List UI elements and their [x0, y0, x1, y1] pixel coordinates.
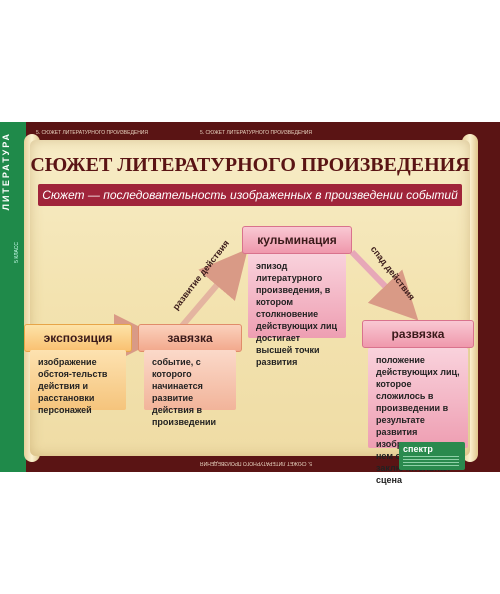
bottom-caption: 5. СЮЖЕТ ЛИТЕРАТУРНОГО ПРОИЗВЕДЕНИЯ: [200, 460, 313, 466]
stage-exposition-label: экспозиция: [24, 324, 132, 352]
stage-denouement-text: положение действующих лиц, которое сложи…: [368, 348, 468, 485]
stage-tie-text: событие, с которого начинается развитие …: [144, 350, 236, 427]
logo-brand: спектр: [403, 444, 433, 454]
stage-climax: кульминация эпизод литературного произве…: [242, 226, 352, 367]
arrow-climax-denouement: [349, 249, 419, 321]
grade-label: 5 КЛАСС: [14, 242, 20, 263]
logo-fineprint: [403, 456, 459, 466]
stage-exposition: экспозиция изображение обстоя-тельств де…: [24, 324, 132, 415]
stage-denouement-label: развязка: [362, 320, 474, 348]
stage-exposition-text: изображение обстоя-тельств действия и ра…: [30, 350, 126, 415]
stage-denouement: развязка положение действующих лиц, кото…: [362, 320, 474, 485]
subject-label: ЛИТЕРАТУРА: [1, 132, 11, 211]
publisher-logo: спектр: [399, 442, 465, 470]
top-left-caption: 5. СЮЖЕТ ЛИТЕРАТУРНОГО ПРОИЗВЕДЕНИЯ: [36, 130, 149, 136]
stage-climax-text: эпизод литературного произведения, в кот…: [248, 254, 346, 367]
poster: ЛИТЕРАТУРА 5 КЛАСС 5. СЮЖЕТ ЛИТЕРАТУРНОГ…: [0, 122, 500, 485]
stage-tie: завязка событие, с которого начинается р…: [138, 324, 242, 427]
stage-tie-label: завязка: [138, 324, 242, 352]
parchment-scroll: СЮЖЕТ ЛИТЕРАТУРНОГО ПРОИЗВЕДЕНИЯ Сюжет —…: [24, 140, 474, 485]
side-strip: ЛИТЕРАТУРА 5 КЛАСС: [0, 122, 26, 472]
top-center-caption: 5. СЮЖЕТ ЛИТЕРАТУРНОГО ПРОИЗВЕДЕНИЯ: [200, 130, 313, 136]
definition-bar: Сюжет — последовательность изображенных …: [38, 184, 462, 206]
poster-title: СЮЖЕТ ЛИТЕРАТУРНОГО ПРОИЗВЕДЕНИЯ: [30, 154, 470, 176]
stage-climax-label: кульминация: [242, 226, 352, 254]
arrow-tie-climax: [179, 248, 248, 328]
